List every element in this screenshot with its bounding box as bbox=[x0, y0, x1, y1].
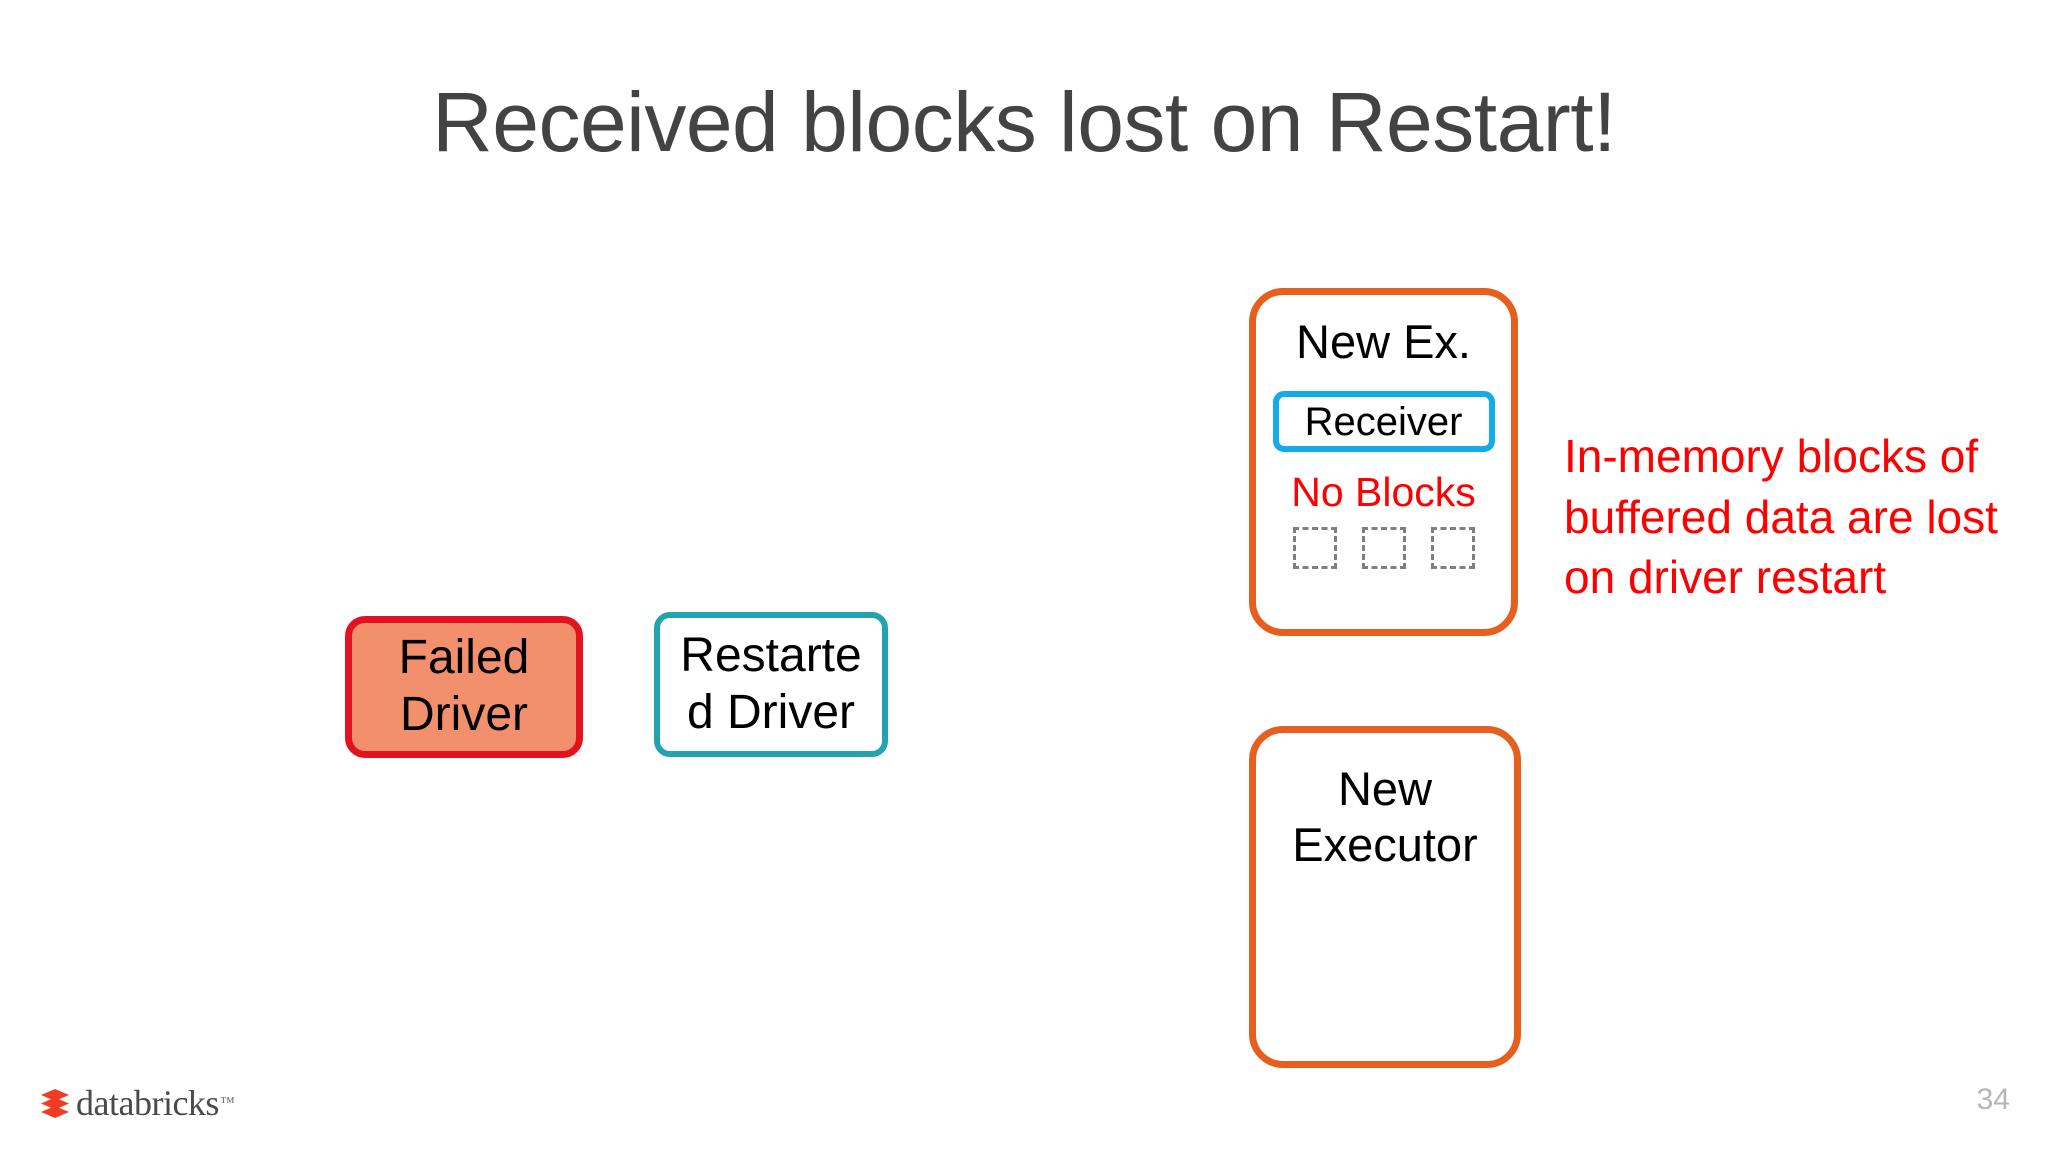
failed-driver-label: Failed Driver bbox=[398, 631, 530, 741]
new-executor-bottom-node: New Executor bbox=[1249, 726, 1521, 1068]
receiver-label: Receiver bbox=[1304, 399, 1463, 444]
receiver-node: Receiver bbox=[1272, 391, 1495, 453]
new-executor-bottom-label: New Executor bbox=[1292, 762, 1478, 872]
databricks-wordmark: databricks bbox=[76, 1083, 219, 1123]
restarted-driver-node: Restarted Driver bbox=[654, 612, 888, 757]
lost-block-placeholder-1 bbox=[1292, 527, 1337, 570]
page-title: Received blocks lost on Restart! bbox=[432, 75, 1616, 169]
failed-driver-node: Failed Driver bbox=[345, 616, 583, 758]
lost-block-placeholder-2 bbox=[1361, 527, 1406, 570]
annotation-note: In-memory blocks of buffered data are lo… bbox=[1564, 430, 1998, 604]
no-blocks-label: No Blocks bbox=[1291, 469, 1476, 516]
new-executor-top-label: New Ex. bbox=[1296, 315, 1471, 368]
lost-blocks-row bbox=[1292, 527, 1475, 570]
databricks-mark-icon bbox=[41, 1089, 69, 1118]
restarted-driver-label: Restarted Driver bbox=[680, 628, 862, 739]
new-executor-top-node: New Ex. Receiver No Blocks bbox=[1249, 288, 1518, 636]
lost-block-placeholder-3 bbox=[1430, 527, 1475, 570]
trademark-symbol: ™ bbox=[219, 1094, 235, 1111]
databricks-logo: databricks ™ bbox=[38, 1082, 235, 1124]
page-number: 34 bbox=[1976, 1083, 2010, 1116]
